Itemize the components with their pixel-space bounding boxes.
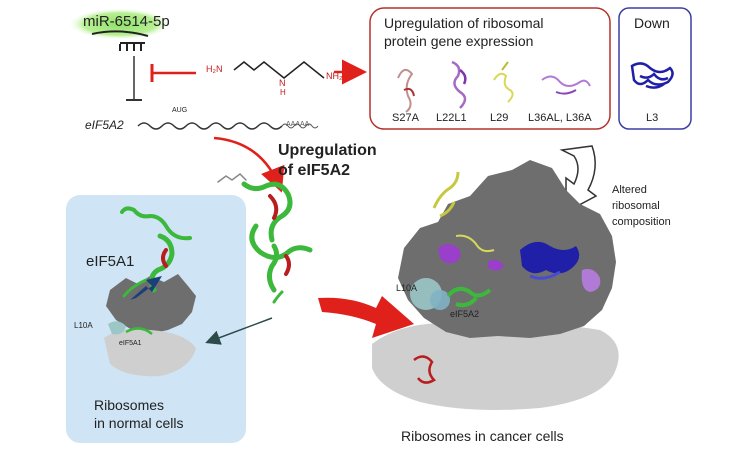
cancer-eif5a2-bound [446,286,492,308]
arrow-to-normal-ribosome [205,317,273,345]
altered-composition-line3: composition [612,216,671,228]
normal-caption-line1: Ribosomes [94,397,165,413]
cancer-red-ribbon [413,355,437,384]
upregulation-box-title-1: Upregulation of ribosomal [384,15,544,31]
normal-binding-arrow [130,276,162,300]
altered-composition-line1: Altered [612,184,647,196]
altered-composition-line2: ribosomal [612,200,660,212]
upregulation-box-title-2: protein gene expression [384,33,534,49]
cancer-yellow-loop [455,234,495,253]
spermidine-h: H [280,88,286,97]
normal-l10a-label: L10A [74,321,93,330]
protein-s27a-icon [397,68,415,113]
protein-label-l29: L29 [490,112,509,124]
cancer-l3-blob [520,241,580,280]
protein-label-s27a: S27A [392,112,419,124]
cancer-ribosome-small [372,322,619,410]
eif5a2-ribbon [217,173,313,304]
mirna-label: miR-6514-5p [83,13,170,30]
arrow-to-cancer-ribosome [318,296,414,338]
normal-ribosome-small [104,329,196,377]
protein-l22l1-icon [451,60,467,109]
upregulation-box [369,7,611,130]
mirna-glow [68,8,172,40]
normal-ribosome-large [106,274,196,334]
mirna-teeth [119,42,145,51]
spermidine-nh2-left: H₂N [206,64,223,74]
protein-label-l36: L36AL, L36A [528,112,592,124]
gene-label: eIF5A2 [85,118,124,132]
spermidine-n: N [279,78,286,88]
normal-eif5a1-blob [125,327,153,335]
protein-l36a-icon [541,75,591,95]
protein-l29-icon [493,61,514,103]
mirna-strand [91,30,149,37]
cancer-purple-a [438,244,461,264]
protein-label-l3: L3 [646,112,659,124]
spermidine-nh2-right: NH₂ [326,71,343,81]
eif5a1-ribbon [120,206,192,298]
arrow-to-eif5a2 [213,136,285,193]
cancer-eif5a2-label: eIF5A2 [450,309,480,319]
cancer-purple-c [581,269,601,292]
mrna-strand [137,122,283,130]
normal-eif5a1-bound-label: eIF5A1 [119,340,142,347]
poly-a-tail [281,123,319,129]
cancer-caption: Ribosomes in cancer cells [401,428,564,444]
normal-l10a-blob [108,321,126,335]
upregulation-eif5a2-line2: of eIF5A2 [278,162,351,179]
cancer-l10a-label: L10A [396,283,418,293]
cancer-yellow-helix [432,171,460,218]
cancer-purple-b [488,259,504,271]
spermidine-chain [233,61,325,79]
protein-label-l22l1: L22L1 [436,112,467,124]
protein-l3-icon [630,62,674,89]
down-box [618,7,692,130]
poly-a-label: AAAAA [286,121,310,128]
normal-caption-line2: in normal cells [94,415,184,431]
start-codon-label: AUG [172,107,188,114]
down-box-title: Down [634,15,670,31]
cancer-l10a-blob [410,278,450,310]
eif5a1-label: eIF5A1 [86,253,135,270]
upregulation-eif5a2-line1: Upregulation [278,142,377,159]
